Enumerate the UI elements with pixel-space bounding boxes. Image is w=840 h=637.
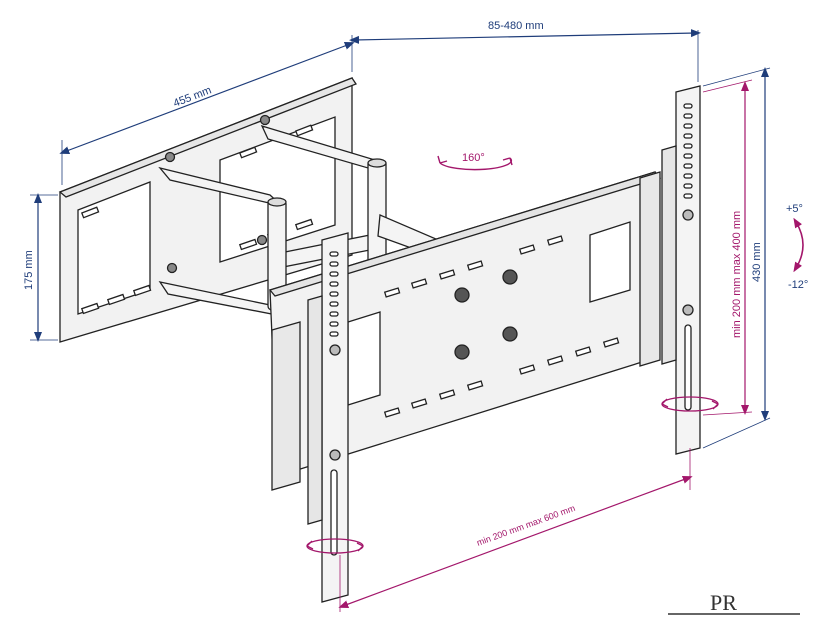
label-455mm: 455 mm xyxy=(172,84,213,109)
pivot-cap-right xyxy=(367,158,387,168)
tv-bracket-side-left xyxy=(271,321,301,491)
dimension-85-480: 85-480 mm xyxy=(349,20,701,82)
logo-text: PR xyxy=(710,590,737,615)
tv-bracket-slots xyxy=(383,235,620,418)
arm-pivot-tube-right xyxy=(367,159,387,266)
vertical-rails xyxy=(307,85,701,603)
tv-bracket-bolts xyxy=(454,269,518,360)
dimension-430: 430 mm xyxy=(702,67,771,449)
label-vesa-vertical: min 200 mm max 400 mm xyxy=(731,211,743,338)
dimension-vesa-horizontal: min 200 mm max 600 mm xyxy=(338,448,693,612)
tv-bracket-cutout-left xyxy=(347,311,381,406)
rail-left-holes xyxy=(329,251,339,556)
swivel-arrow-head-right xyxy=(502,157,513,166)
dimension-vesa-vertical: min 200 mm max 400 mm xyxy=(702,79,753,416)
dimension-175: 175 mm xyxy=(23,193,58,342)
tv-bracket-cutout-right xyxy=(589,221,631,303)
label-85-480mm: 85-480 mm xyxy=(488,20,544,32)
rail-right-side xyxy=(661,145,677,365)
tilt-arrow-icon xyxy=(793,217,804,273)
label-430mm: 430 mm xyxy=(751,242,763,282)
swivel-arrow-head-left xyxy=(437,155,448,164)
rail-right-screw-lower xyxy=(682,304,694,316)
rail-left-screw-lower xyxy=(329,449,341,461)
pivot-cap-left xyxy=(267,197,287,207)
brand-logo: PR xyxy=(668,590,800,615)
tv-bracket-side-right xyxy=(639,171,661,367)
tv-bracket xyxy=(268,171,662,491)
tilt-indicator: +5° -12° xyxy=(786,203,808,291)
rotation-indicator-left xyxy=(306,538,364,554)
label-175mm: 175 mm xyxy=(23,250,35,290)
label-swivel: 160° xyxy=(462,152,485,164)
rail-left-screw xyxy=(329,344,341,356)
rail-right-screw xyxy=(682,209,694,221)
rail-left-side xyxy=(307,295,323,525)
rail-right-holes xyxy=(683,103,693,411)
label-tilt-up: +5° xyxy=(786,203,803,215)
swivel-indicator: 160° xyxy=(437,152,513,171)
label-tilt-down: -12° xyxy=(788,279,808,291)
rotation-indicator-right xyxy=(661,396,719,412)
